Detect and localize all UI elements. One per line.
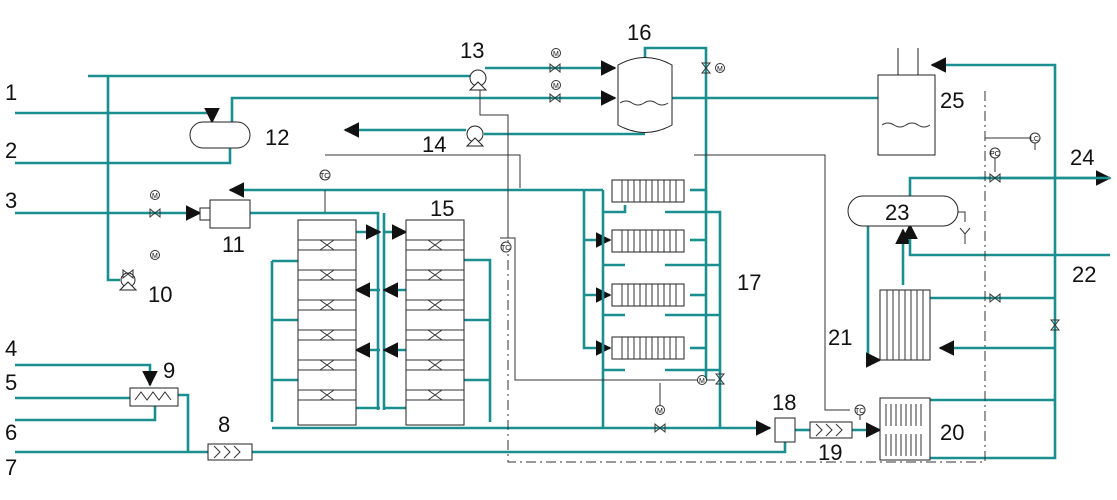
label-2: 2 <box>5 138 17 163</box>
mixer-19 <box>809 421 853 439</box>
label-10: 10 <box>148 282 172 307</box>
reactor-15b <box>405 219 465 426</box>
svg-text:M: M <box>152 193 158 200</box>
svg-text:LC: LC <box>1030 136 1039 143</box>
equipment: M M M M M M M TC TC TC PC LC <box>118 48 1061 461</box>
label-3: 3 <box>5 188 17 213</box>
label-15: 15 <box>430 196 454 221</box>
label-4: 4 <box>5 336 17 361</box>
label-18: 18 <box>772 390 796 415</box>
label-23: 23 <box>885 200 909 225</box>
svg-text:M: M <box>553 51 559 58</box>
label-13: 13 <box>460 38 484 63</box>
label-24: 24 <box>1070 145 1094 170</box>
label-9: 9 <box>163 358 175 383</box>
label-12: 12 <box>265 125 289 150</box>
label-20: 20 <box>940 420 964 445</box>
label-1: 1 <box>5 80 17 105</box>
label-5: 5 <box>5 370 17 395</box>
process-pipes <box>15 46 1112 460</box>
label-25: 25 <box>940 88 964 113</box>
separator-23 <box>847 195 959 227</box>
svg-text:M: M <box>657 408 663 415</box>
svg-text:PC: PC <box>990 151 1000 158</box>
label-19: 19 <box>818 440 842 465</box>
unit-11 <box>209 199 251 229</box>
svg-text:TC: TC <box>320 173 329 180</box>
valves <box>122 62 1061 434</box>
drum-16 <box>617 57 673 133</box>
svg-text:TC: TC <box>855 408 864 415</box>
svg-text:M: M <box>152 253 158 260</box>
label-17: 17 <box>737 270 761 295</box>
signal-lines <box>324 90 1036 463</box>
label-14: 14 <box>422 132 446 157</box>
svg-text:M: M <box>553 83 559 90</box>
label-16: 16 <box>627 20 651 45</box>
tank-25 <box>877 74 936 156</box>
svg-text:M: M <box>717 66 723 73</box>
horizontal-vessel-12 <box>189 121 251 149</box>
label-21: 21 <box>828 325 852 350</box>
stream-labels: 1 2 3 4 5 6 7 8 9 10 11 12 13 14 15 16 1… <box>5 20 1096 480</box>
label-11: 11 <box>222 232 245 257</box>
heat-exchangers-17 <box>611 179 685 360</box>
svg-text:M: M <box>699 378 705 385</box>
unit-20 <box>879 397 931 461</box>
label-8: 8 <box>218 412 230 437</box>
label-6: 6 <box>5 420 17 445</box>
svg-text:TC: TC <box>501 245 510 252</box>
label-7: 7 <box>5 455 17 480</box>
reactor-15a <box>297 219 357 426</box>
unit-18 <box>774 417 796 443</box>
label-22: 22 <box>1072 262 1096 287</box>
